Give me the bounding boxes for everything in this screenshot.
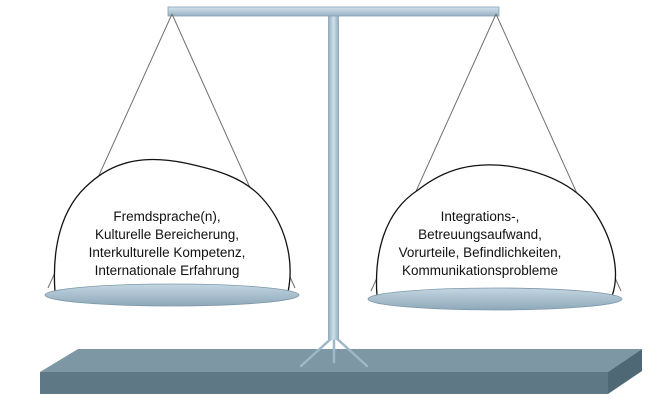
right-pan-line: Vorurteile, Befindlichkeiten,	[398, 245, 562, 260]
right-pan-plate	[367, 287, 623, 311]
base-platform	[40, 349, 642, 394]
left-pan-text: Fremdsprache(n), Kulturelle Bereicherung…	[57, 208, 277, 280]
base-front	[40, 372, 608, 394]
right-pan-line: Betreuungsaufwand,	[418, 227, 542, 242]
right-pan-line: Integrations-,	[440, 209, 520, 224]
pole-feet	[299, 334, 369, 368]
base-top	[40, 349, 642, 372]
left-pan-line: Kulturelle Bereicherung,	[94, 227, 240, 242]
right-pan-line: Kommunikationsprobleme	[401, 263, 559, 278]
left-pan	[44, 158, 300, 307]
base-side	[608, 349, 642, 394]
left-pan-line: Internationale Erfahrung	[94, 263, 240, 278]
right-load-bag	[375, 164, 617, 297]
balance-beam	[167, 6, 500, 17]
central-pole	[328, 12, 339, 340]
left-pan-line: Fremdsprache(n),	[113, 209, 221, 224]
left-pan-line: Interkulturelle Kompetenz,	[88, 245, 246, 260]
right-pan	[367, 164, 623, 311]
left-load-bag	[53, 158, 291, 293]
left-pan-plate	[44, 283, 300, 307]
right-pan-text: Integrations-, Betreuungsaufwand, Vorurt…	[370, 208, 590, 280]
